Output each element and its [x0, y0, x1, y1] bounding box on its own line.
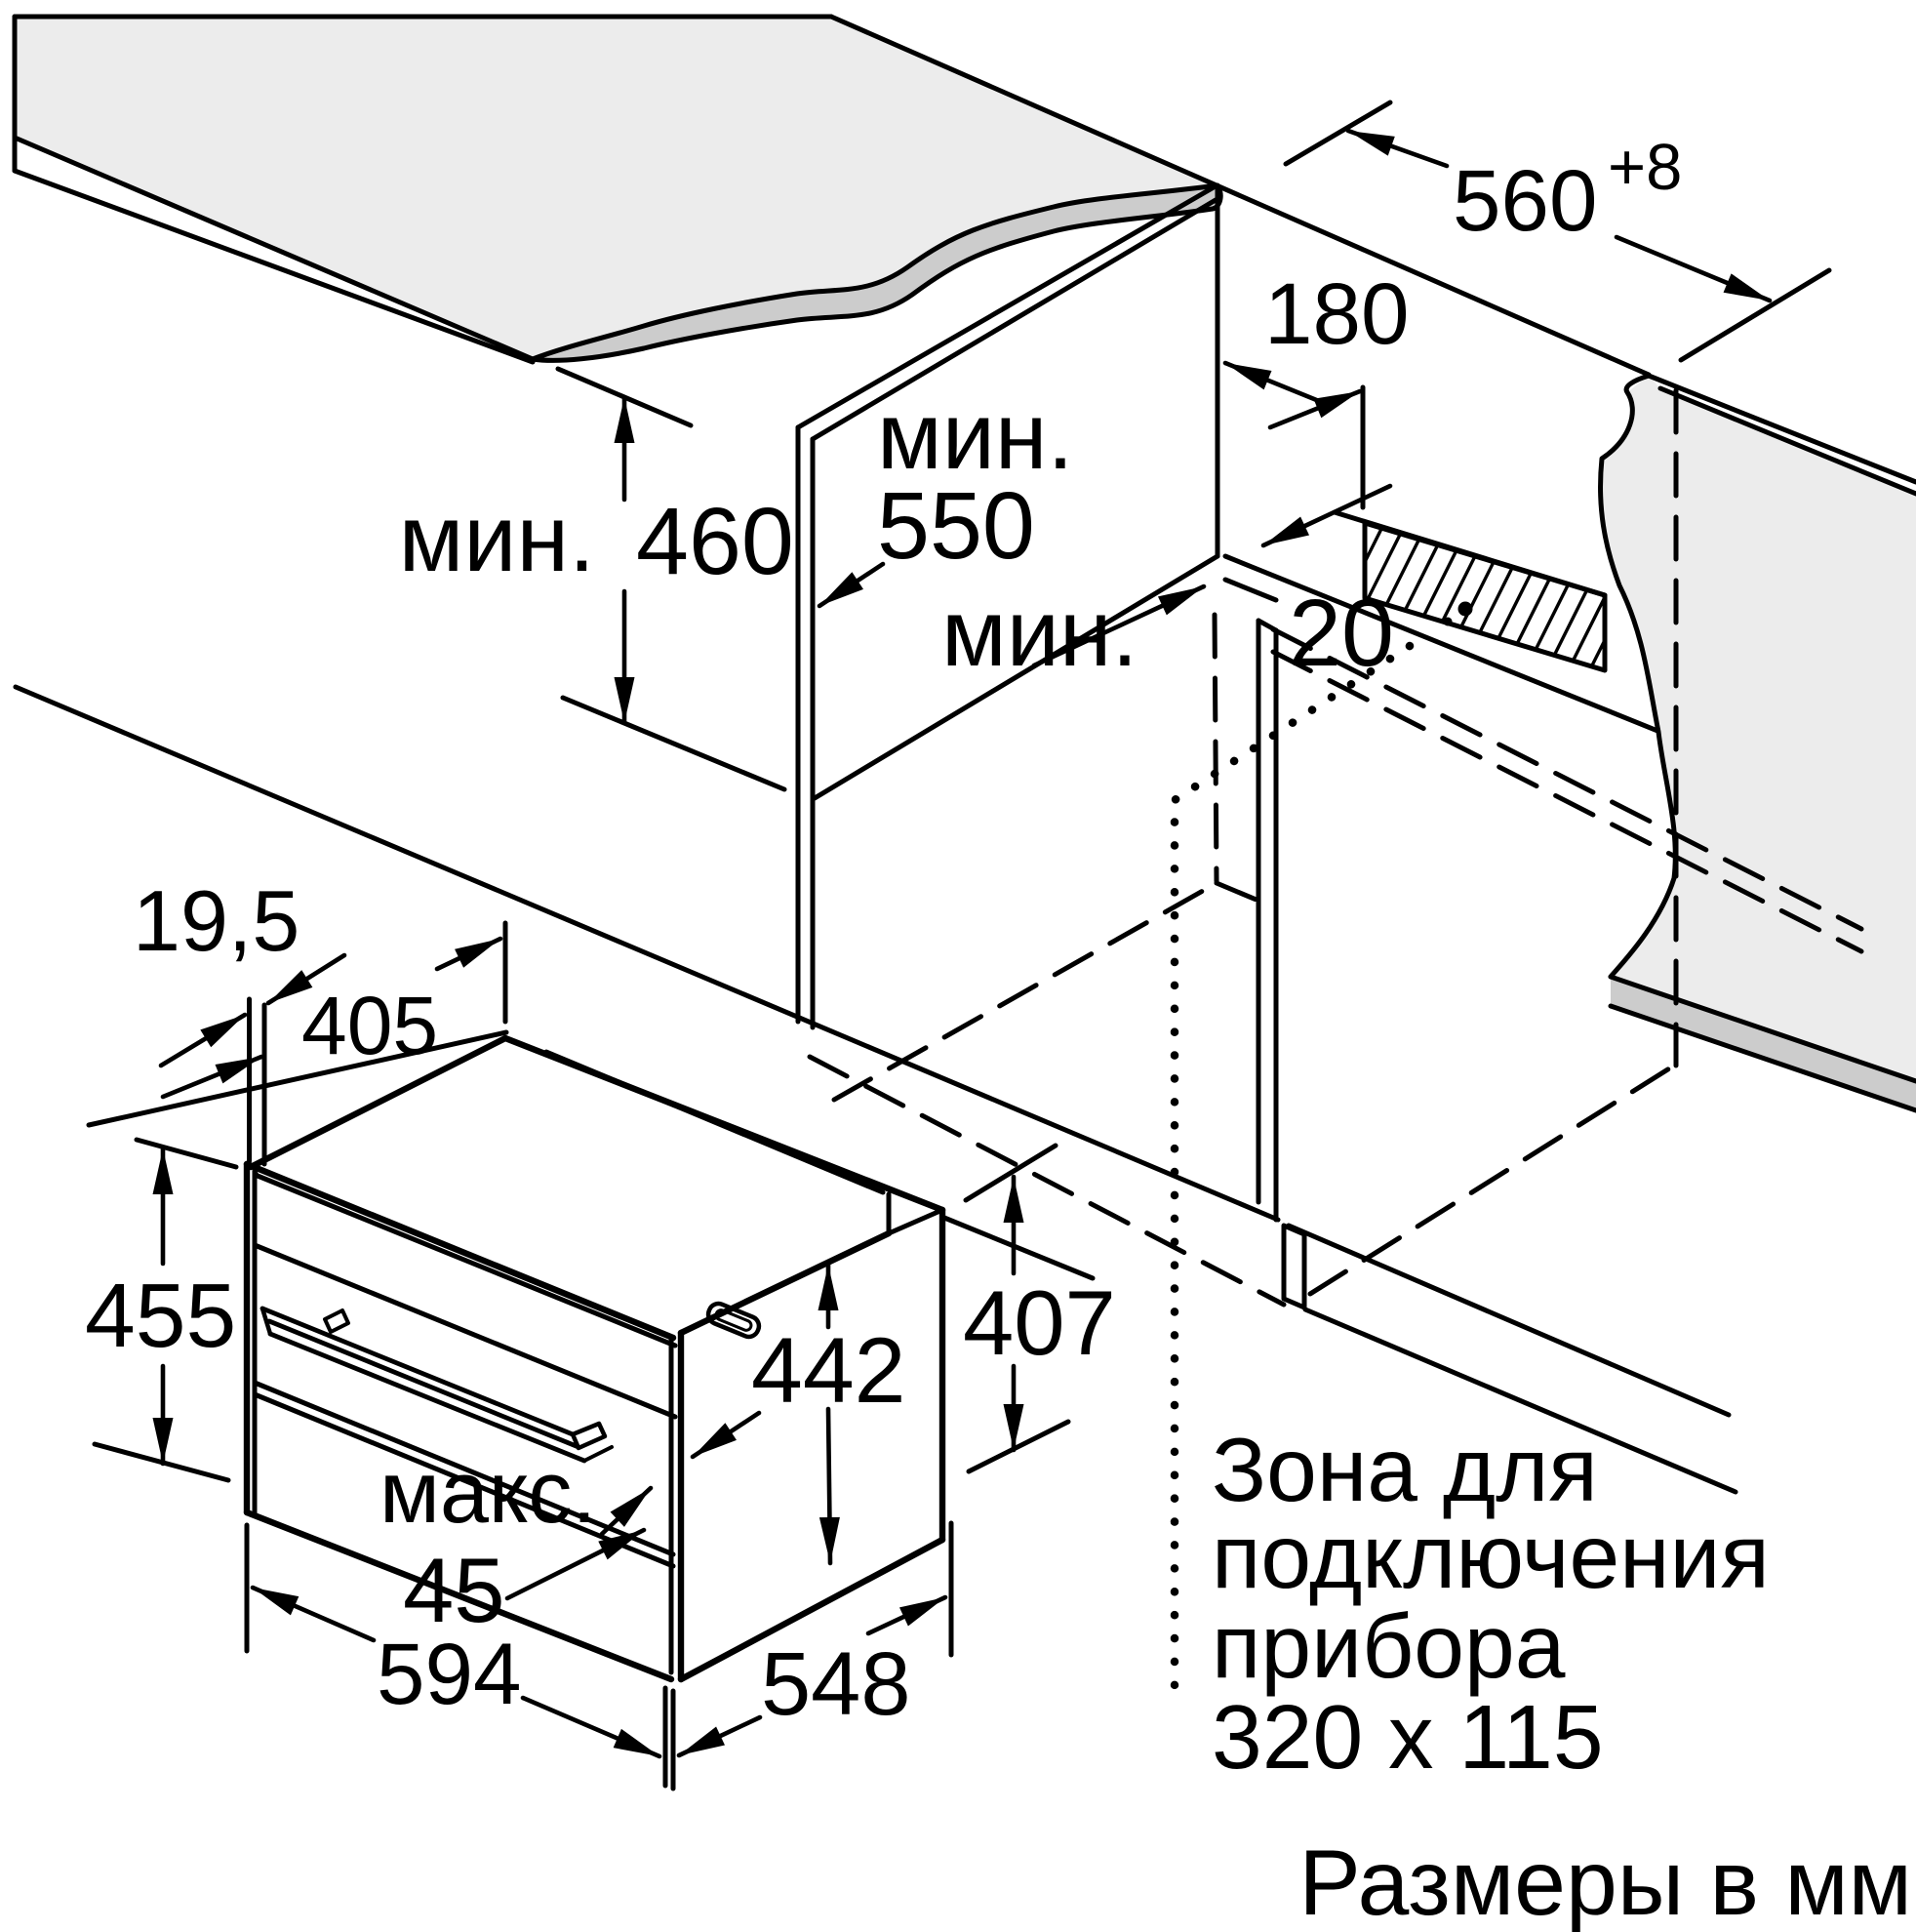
- svg-text:455: 455: [85, 1265, 236, 1366]
- svg-text:407: 407: [963, 1271, 1116, 1374]
- svg-text:560: 560: [1453, 151, 1598, 249]
- svg-text:мин.: мин.: [877, 382, 1073, 489]
- svg-text:мин.: мин.: [941, 580, 1138, 686]
- svg-text:550: 550: [877, 472, 1035, 579]
- svg-text:подключения: подключения: [1212, 1506, 1770, 1607]
- svg-text:460: 460: [636, 488, 794, 594]
- svg-text:мин.: мин.: [399, 485, 595, 591]
- svg-text:Зона для: Зона для: [1212, 1419, 1598, 1520]
- svg-text:20: 20: [1289, 580, 1394, 686]
- svg-text:прибора: прибора: [1212, 1595, 1566, 1697]
- svg-text:180: 180: [1264, 264, 1410, 362]
- svg-text:макс.: макс.: [379, 1444, 596, 1542]
- svg-text:19,5: 19,5: [133, 872, 299, 969]
- svg-text:548: 548: [761, 1634, 911, 1734]
- svg-text:+8: +8: [1608, 131, 1682, 204]
- svg-text:594: 594: [377, 1625, 522, 1722]
- svg-text:45: 45: [403, 1539, 505, 1641]
- svg-text:320 x 115: 320 x 115: [1212, 1686, 1604, 1788]
- svg-text:405: 405: [301, 980, 438, 1071]
- svg-text:442: 442: [751, 1319, 906, 1423]
- svg-text:Размеры в мм: Размеры в мм: [1298, 1831, 1912, 1932]
